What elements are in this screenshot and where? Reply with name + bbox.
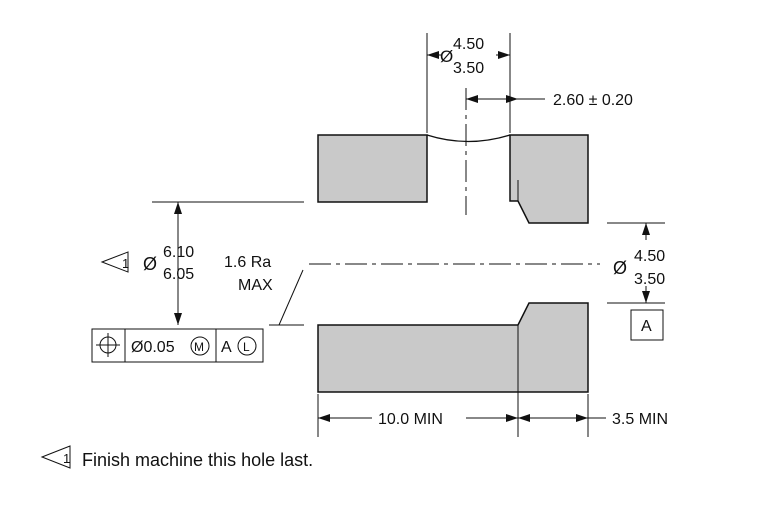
- arrowhead: [466, 95, 478, 103]
- arrowhead: [174, 202, 182, 214]
- arrowhead: [427, 51, 439, 59]
- arrowhead: [174, 313, 182, 325]
- note-flag-number: 1: [63, 451, 70, 466]
- fcf-datum: A: [221, 339, 232, 356]
- arrowhead: [642, 291, 650, 303]
- note-flag-triangle-icon: [40, 445, 71, 469]
- right-bore-upper-limit: 4.50: [634, 248, 665, 265]
- fcf-datum-modifier: L: [243, 340, 250, 354]
- lmc-circle-icon: [237, 336, 257, 356]
- arrowhead: [506, 95, 518, 103]
- fcf-tolerance: Ø0.05: [131, 339, 175, 356]
- left-bore-upper-limit: 6.10: [163, 244, 194, 261]
- flag-note-number: 1: [122, 256, 129, 271]
- cross-hole-intersection-curve: [426, 134, 511, 143]
- surface-finish-max: MAX: [238, 277, 273, 294]
- left-bore-lower-limit: 6.05: [163, 266, 194, 283]
- arrowhead: [498, 51, 510, 59]
- upper-left-wall: [317, 134, 428, 203]
- fcf-modifier: M: [194, 340, 204, 354]
- surface-finish-leader: [278, 269, 304, 326]
- surface-finish-value: 1.6 Ra: [224, 254, 271, 271]
- diameter-symbol: Ø: [613, 258, 627, 278]
- top-hole-lower-limit: 3.50: [453, 60, 484, 77]
- flag-note-triangle-icon: [100, 251, 129, 273]
- right-bore-lower-limit: 3.50: [634, 271, 665, 288]
- arrowhead: [318, 414, 330, 422]
- arrowhead: [642, 223, 650, 235]
- mmc-circle-icon: [190, 336, 210, 356]
- lower-wall: [317, 302, 589, 393]
- note-text: Finish machine this hole last.: [82, 450, 313, 470]
- position-icon: [96, 333, 120, 357]
- feature-control-frame: [91, 328, 264, 363]
- arrowhead: [518, 414, 530, 422]
- diameter-symbol: Ø: [440, 47, 453, 66]
- datum-feature-box: [630, 309, 664, 341]
- upper-right-wall: [509, 134, 589, 224]
- diameter-symbol: Ø: [143, 254, 157, 274]
- offset-dimension: 2.60 ± 0.20: [553, 92, 633, 109]
- top-hole-upper-limit: 4.50: [453, 36, 484, 53]
- arrowhead: [576, 414, 588, 422]
- length-right-dimension: 3.5 MIN: [612, 411, 668, 428]
- arrowhead: [506, 414, 518, 422]
- length-left-dimension: 10.0 MIN: [378, 411, 443, 428]
- datum-label: A: [641, 318, 652, 335]
